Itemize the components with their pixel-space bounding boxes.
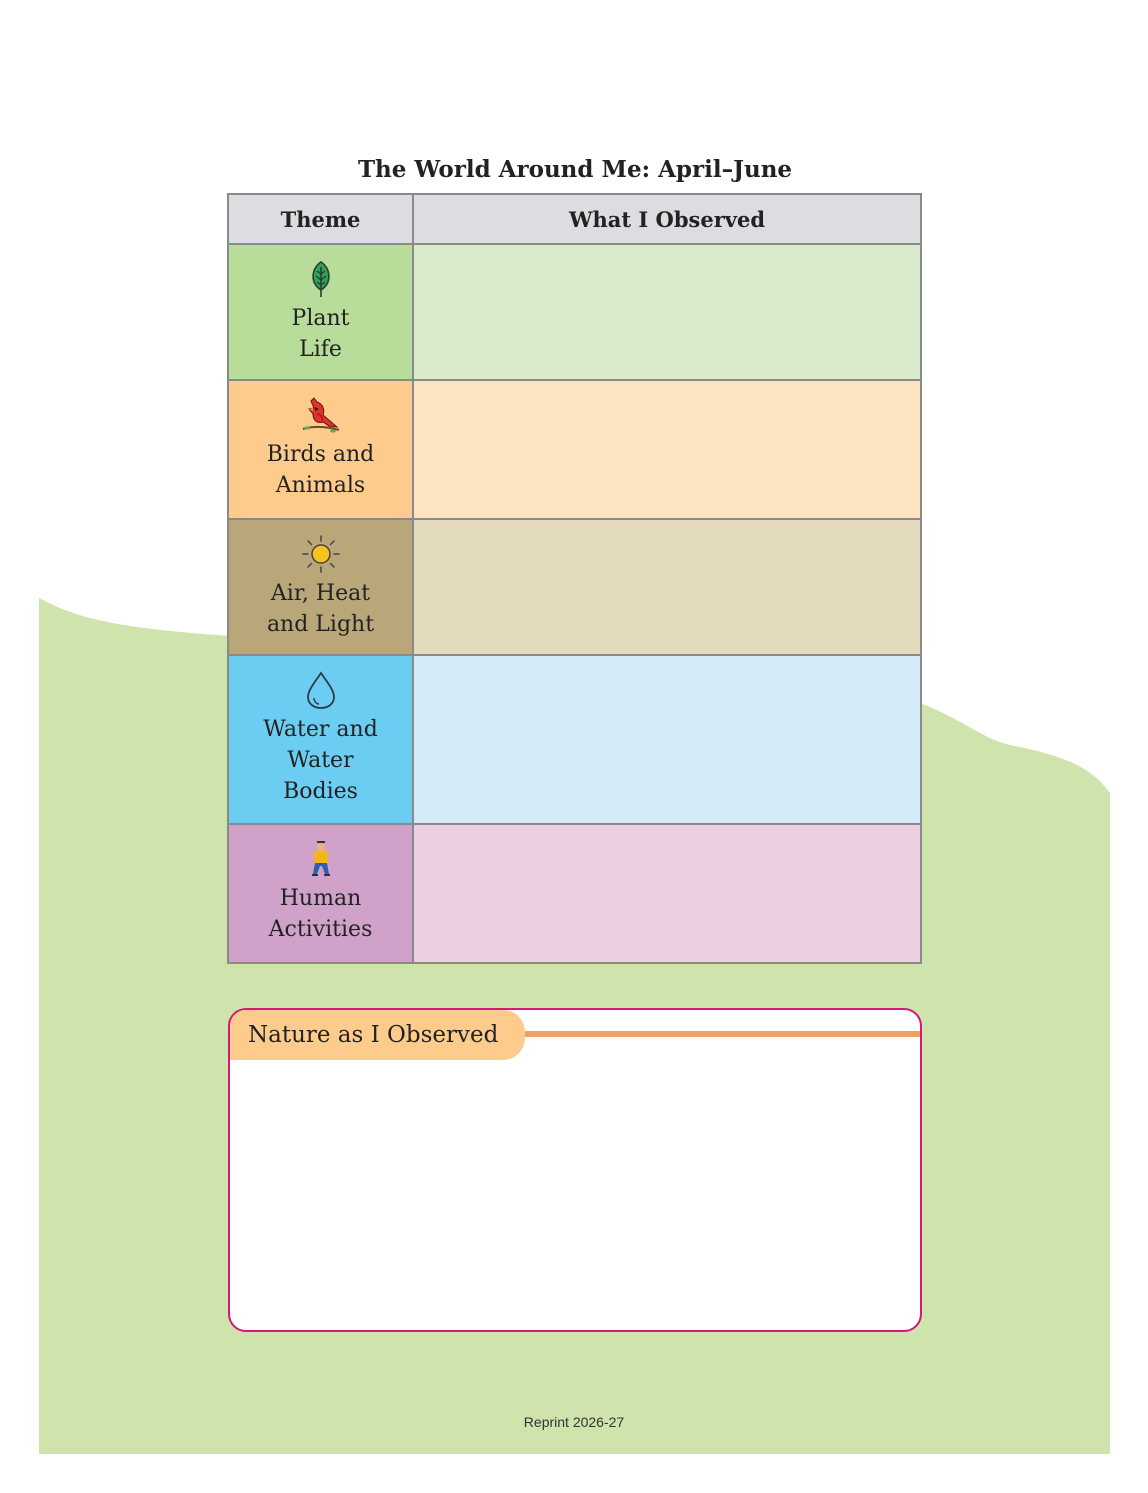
observation-cell-human-activities[interactable] bbox=[412, 823, 922, 964]
table-row: Air, Heat and Light bbox=[227, 518, 922, 656]
theme-label: Bodies bbox=[283, 779, 358, 804]
theme-label: and Light bbox=[266, 612, 375, 637]
theme-header: Theme bbox=[227, 193, 414, 245]
theme-label: Animals bbox=[275, 473, 366, 498]
theme-cell-birds-animals: Birds and Animals bbox=[227, 379, 414, 520]
theme-label: Human bbox=[279, 886, 362, 911]
theme-label: Air, Heat bbox=[270, 581, 371, 606]
bird-icon bbox=[302, 397, 339, 433]
theme-label: Birds and bbox=[266, 442, 375, 467]
observation-cell-air-heat-light[interactable] bbox=[412, 518, 922, 656]
theme-cell-human-activities: Human Activities bbox=[227, 823, 414, 964]
theme-label: Water bbox=[287, 748, 354, 773]
table-row: Plant Life bbox=[227, 243, 922, 381]
observation-table: Theme What I Observed Plant Life bbox=[227, 193, 922, 964]
person-icon bbox=[311, 841, 330, 876]
theme-label: Activities bbox=[268, 917, 373, 942]
table-row: Human Activities bbox=[227, 823, 922, 964]
nature-box-label: Nature as I Observed bbox=[230, 1010, 525, 1060]
table-row: Water and Water Bodies bbox=[227, 654, 922, 825]
observation-cell-birds-animals[interactable] bbox=[412, 379, 922, 520]
observed-header: What I Observed bbox=[412, 193, 922, 245]
page-title: The World Around Me: April–June bbox=[357, 156, 793, 183]
observation-cell-plant-life[interactable] bbox=[412, 243, 922, 381]
theme-cell-water-bodies: Water and Water Bodies bbox=[227, 654, 414, 825]
nature-observed-box[interactable]: Nature as I Observed bbox=[228, 1008, 922, 1332]
leaf-icon bbox=[311, 261, 330, 297]
theme-label: Water and bbox=[263, 717, 378, 742]
theme-cell-air-heat-light: Air, Heat and Light bbox=[227, 518, 414, 656]
theme-label: Plant bbox=[291, 306, 350, 331]
observation-cell-water-bodies[interactable] bbox=[412, 654, 922, 825]
nature-header-line bbox=[510, 1031, 920, 1037]
water-drop-icon bbox=[306, 671, 335, 709]
sun-icon bbox=[301, 535, 340, 573]
reprint-footer: Reprint 2026-27 bbox=[523, 1414, 625, 1430]
table-header-row: Theme What I Observed bbox=[227, 193, 922, 245]
table-row: Birds and Animals bbox=[227, 379, 922, 520]
theme-label: Life bbox=[299, 337, 342, 362]
theme-cell-plant-life: Plant Life bbox=[227, 243, 414, 381]
